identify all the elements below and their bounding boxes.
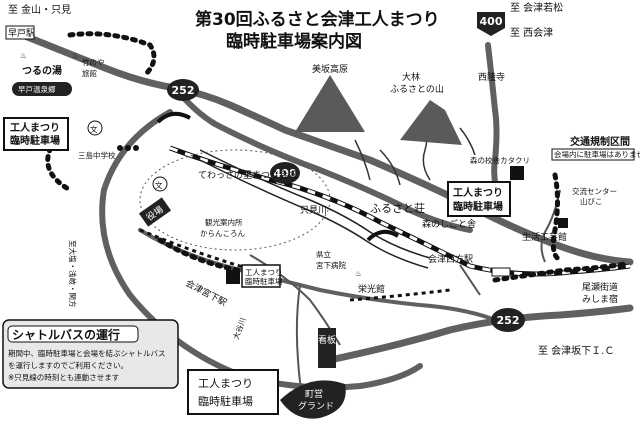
route-252-lower-shield: 252 <box>491 308 525 332</box>
small-road <box>459 264 481 296</box>
bijo-label-2: みしま宿 <box>582 293 618 305</box>
mt-oobayashi-shape <box>400 100 462 145</box>
mori-no-kura-label: 森の校舎カタクリ <box>470 155 530 165</box>
aizunishikata-station-label: 会津西方駅 <box>428 253 473 265</box>
direction-aizuwakamatsu: 至 会津若松 <box>510 1 563 14</box>
route-252-road <box>11 28 634 266</box>
takenoya-label: 竹のや <box>82 57 105 67</box>
hospital-label-2: 宮下病院 <box>316 260 346 270</box>
furusatoso-label: ふるさと荘 <box>370 202 425 215</box>
mt-oobayashi-label: 大林 <box>402 71 420 83</box>
route-252-lower-road <box>326 304 634 364</box>
koryu-center-label-2: 山びこ <box>580 196 603 206</box>
kanban-sign: 看板 <box>318 328 336 368</box>
mt-misaka-label: 美坂高原 <box>312 63 348 75</box>
svg-text:400: 400 <box>480 15 503 28</box>
tadami-river-label: 只見川 <box>300 205 327 216</box>
svg-text:グランド: グランド <box>298 400 334 412</box>
shuttle-bus-info: シャトルバスの運行 期間中、臨時駐車場と会場を結ぶシャトルバス を運行しますので… <box>2 319 179 389</box>
seikatsu-kogei-label: 生活工芸館 <box>522 231 567 243</box>
bus-stop-icons <box>117 145 139 151</box>
mt-misaka-shape <box>295 75 365 132</box>
svg-text:工人まつり: 工人まつり <box>198 377 253 390</box>
route-400-road <box>172 85 473 233</box>
tunnel-icon <box>156 111 191 124</box>
svg-text:工人まつり: 工人まつり <box>453 186 503 199</box>
yakuba-marker: 役場 <box>138 197 172 227</box>
svg-text:252: 252 <box>172 84 195 97</box>
onsen-icon: ♨ <box>355 269 362 278</box>
festival-venue-area <box>139 149 331 251</box>
school-icon: 文 <box>155 180 163 190</box>
direction-aizubange: 至 会津坂下Ｉ.Ｃ <box>538 344 614 357</box>
shuttle-line-2: を運行しますのでご利用ください。 <box>8 360 128 370</box>
shuttle-line-3: ※只見線の時刻とも連動させます <box>8 372 119 382</box>
parking-lot-4[interactable]: 工人まつり 臨時駐車場 <box>187 369 279 415</box>
takenoya-label-2: 旅館 <box>82 68 97 78</box>
parking-lot-1[interactable]: 工人まつり 臨時駐車場 <box>3 117 69 151</box>
route-400-shield: 400 <box>270 162 300 184</box>
tsurunoyu-label: つるの湯 <box>22 64 62 77</box>
ooya-river-label: 大谷川 <box>230 316 247 341</box>
svg-text:臨時駐車場: 臨時駐車場 <box>245 276 283 286</box>
traffic-regulation-legend: 交通規制区間 会場内に駐車場はありません <box>551 135 640 161</box>
koryu-center-label: 交流センター <box>572 186 617 196</box>
joukoukan-label: 栄光館 <box>358 283 385 295</box>
parking-lot-2[interactable]: 工人まつり 臨時駐車場 <box>241 264 283 288</box>
svg-text:252: 252 <box>497 314 520 327</box>
direction-oshio: 至大塩・浅岐・関方 <box>68 240 78 308</box>
parking-area-marker <box>226 270 240 284</box>
direction-nishiaizu: 至 西会津 <box>510 26 553 39</box>
tunnel-icon <box>366 229 400 242</box>
machiei-ground: 町営 グランド <box>280 380 346 419</box>
aizumiyashita-station-label: 会津宮下駅 <box>184 277 229 309</box>
lower-road <box>138 228 492 320</box>
svg-text:工人まつり: 工人まつり <box>245 268 283 277</box>
map-title: 第30回ふるさと会津工人まつり <box>195 9 440 30</box>
mt-oobayashi-label-2: ふるさとの山 <box>390 84 444 95</box>
shuttle-title: シャトルバスの運行 <box>12 327 120 342</box>
tadami-river <box>199 159 429 269</box>
svg-text:町営: 町営 <box>305 388 323 400</box>
mori-no-shigoto-label: 森のしごと舎 <box>422 218 476 230</box>
svg-text:会場内に駐車場はありません: 会場内に駐車場はありません <box>554 149 640 159</box>
hayato-onsen-label: 早戸温泉郷 <box>18 84 56 94</box>
kanko-label-2: からんころん <box>200 229 245 238</box>
hayato-station-label: 早戸駅 <box>8 28 35 39</box>
map-subtitle: 臨時駐車場案内図 <box>226 31 362 52</box>
parking-lot-3[interactable]: 工人まつり 臨時駐車場 <box>447 181 511 217</box>
route-252-shield: 252 <box>167 79 199 101</box>
svg-text:400: 400 <box>274 167 297 180</box>
route-400-north-road <box>485 42 503 203</box>
tewassa-label: てわっさの里まつり会場 <box>198 169 297 181</box>
traffic-regulation-lines <box>45 31 628 283</box>
svg-text:臨時駐車場: 臨時駐車場 <box>10 134 60 147</box>
hospital-label: 県立 <box>316 249 331 259</box>
saiyoji-label: 西隆寺 <box>478 71 505 83</box>
onsen-icon: ♨ <box>72 51 79 60</box>
svg-text:看板: 看板 <box>318 334 336 346</box>
svg-text:工人まつり: 工人まつり <box>10 121 60 134</box>
direction-kaneyama: 至 金山・只見 <box>8 3 71 16</box>
svg-text:臨時駐車場: 臨時駐車場 <box>198 394 253 408</box>
school-icon: 文 <box>90 124 98 134</box>
onsen-icon: ♨ <box>20 51 27 60</box>
sanjima-jh-label: 三島中学校 <box>78 150 116 160</box>
bijo-label: 尾瀬街道 <box>582 281 618 293</box>
kanko-label: 観光案内所 <box>205 217 243 227</box>
shuttle-line-1: 期間中、臨時駐車場と会場を結ぶシャトルバス <box>8 348 166 358</box>
svg-text:交通規制区間: 交通規制区間 <box>570 135 630 148</box>
tadami-river <box>199 149 431 259</box>
route-400-north-shield: 400 <box>477 12 505 36</box>
svg-text:臨時駐車場: 臨時駐車場 <box>453 200 503 213</box>
parking-area-marker <box>510 166 524 180</box>
